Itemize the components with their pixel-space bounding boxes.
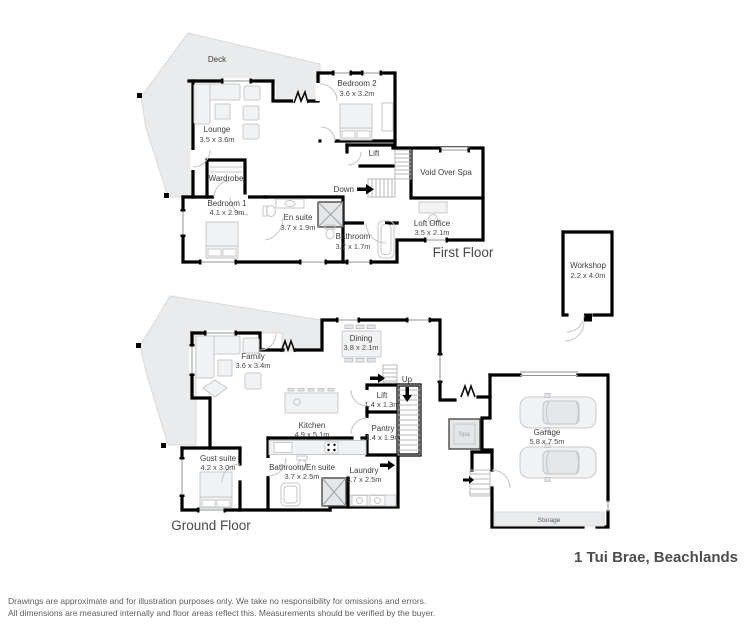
pantry-label: Pantry	[371, 424, 394, 433]
bedroom2-dims: 3.6 x 3.2m	[339, 89, 374, 98]
disclaimer-line-2: All dimensions are measured internally a…	[8, 608, 435, 618]
ground-floor-furniture	[195, 324, 597, 509]
workshop-plan: Workshop 2.2 x 4.0m	[561, 230, 614, 342]
footer: 1 Tui Brae, Beachlands Drawings are appr…	[8, 549, 738, 618]
loft-office-label: Loft Office	[414, 219, 451, 228]
laundry-arrow-icon	[380, 460, 395, 470]
dining-label: Dining	[350, 334, 373, 343]
car-icon	[519, 393, 597, 432]
bedroom1-label: Bedroom 1	[207, 199, 247, 208]
guest-suite-label: Gust suite	[200, 454, 237, 463]
first-floor-furniture	[193, 83, 448, 259]
up-arrow-icon	[402, 387, 412, 402]
wardrobe-label: Wardrobe	[209, 174, 244, 183]
family-dims: 3.6 x 3.4m	[235, 361, 270, 370]
ground-floor-windows	[179, 317, 609, 513]
ground-floor-door-arcs	[221, 333, 511, 489]
deck-post	[164, 193, 169, 198]
down-arrow-icon	[357, 184, 374, 195]
family-label: Family	[241, 352, 265, 361]
spa-label: Spa	[458, 431, 470, 438]
disclaimer-line-1: Drawings are approximate and for illustr…	[8, 596, 426, 606]
dining-dims: 3.8 x 2.1m	[343, 343, 378, 352]
deck-post	[136, 343, 141, 348]
lift-dims-ground: 1.4 x 1.3m	[364, 400, 399, 409]
laundry-dims: 3.7 x 2.5m	[346, 475, 381, 484]
bathroom-label-first: Bathroom	[336, 232, 371, 241]
ground-floor-title: Ground Floor	[171, 518, 251, 533]
entry-arrow-icon	[370, 373, 385, 383]
first-floor-title: First Floor	[433, 245, 494, 260]
up-label: Up	[402, 375, 413, 384]
bathroom-dims-first: 3.7 x 1.7m	[335, 242, 370, 251]
first-floor-stairs	[367, 149, 412, 198]
bedroom1-dims: 4.1 x 2.9m	[209, 208, 244, 217]
storage-strip: Storage	[493, 511, 605, 527]
lift-label-ground: Lift	[377, 391, 388, 400]
garage-label: Garage	[534, 428, 561, 437]
opening-break-icon	[280, 338, 296, 353]
kitchen-label: Kitchen	[299, 421, 326, 430]
lounge-label: Lounge	[204, 125, 231, 134]
lift-label-first: Lift	[369, 149, 380, 158]
storage-label: Storage	[538, 517, 561, 524]
opening-break-icon	[293, 89, 309, 104]
garage-dims: 5.8 x 7.5m	[529, 437, 564, 446]
first-floor-walls	[181, 71, 485, 264]
first-floor-plan: Deck Lounge 3.5 x 3.6m Bedroom 2 3.6 x 3…	[137, 32, 494, 265]
bathroom-ensuite-label: Bathroom/En suite	[269, 463, 335, 472]
void-over-spa-label: Void Over Spa	[420, 168, 472, 177]
pantry-dims: 1.4 x 1.9m	[365, 433, 400, 442]
deck-label: Deck	[208, 55, 227, 64]
car-icon	[519, 443, 597, 482]
down-label: Down	[334, 185, 354, 194]
opening-break-icon	[460, 383, 476, 398]
first-floor-door-gaps	[190, 83, 385, 240]
garage-entry-arrow-icon	[463, 476, 474, 484]
ensuite-dims: 3.7 x 1.9m	[280, 223, 315, 232]
kitchen-dims: 4.9 x 5.1m	[294, 430, 329, 439]
ground-floor-stairs	[382, 364, 491, 497]
workshop-label: Workshop	[570, 261, 606, 270]
deck-post	[161, 443, 166, 448]
ensuite-label: En suite	[284, 213, 313, 222]
ground-floor-door-gaps	[265, 390, 475, 476]
guest-suite-dims: 4.2 x 3.0m	[200, 463, 235, 472]
ground-floor-plan: Spa Storage	[136, 295, 610, 533]
lounge-dims: 3.5 x 3.6m	[199, 135, 234, 144]
first-floor-windows	[180, 70, 470, 265]
loft-office-dims: 3.5 x 2.1m	[414, 228, 449, 237]
property-address: 1 Tui Brae, Beachlands	[574, 549, 738, 566]
laundry-label: Laundry	[350, 466, 379, 475]
spa-box: Spa	[448, 418, 481, 450]
deck-post	[137, 93, 142, 98]
bathroom-ensuite-dims: 3.7 x 2.5m	[284, 472, 319, 481]
first-floor-door-arcs	[192, 83, 387, 244]
bedroom2-label: Bedroom 2	[337, 79, 377, 88]
workshop-dims: 2.2 x 4.0m	[570, 271, 605, 280]
